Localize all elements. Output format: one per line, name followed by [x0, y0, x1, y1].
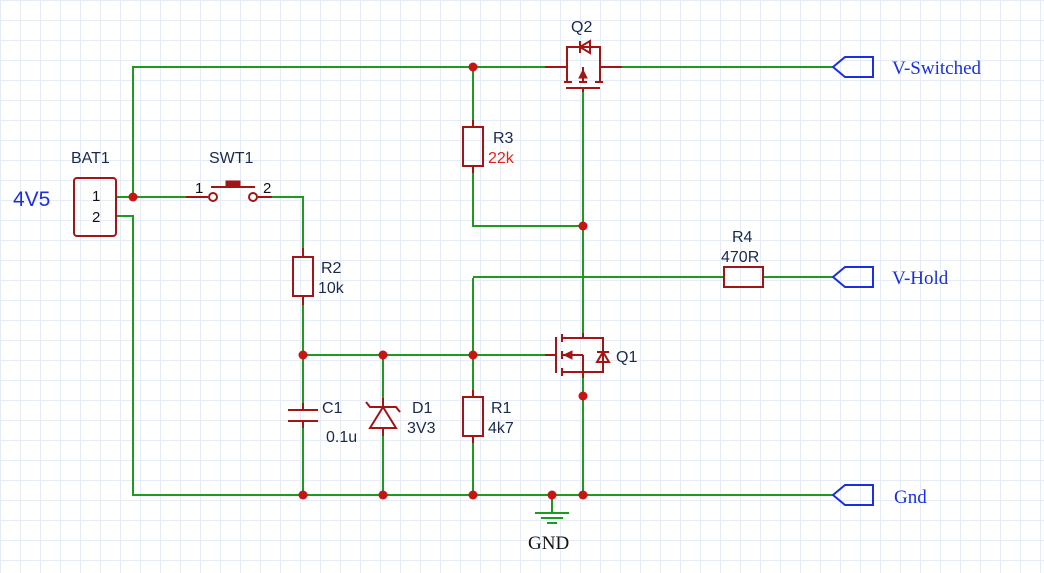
r3-designator: R3	[493, 130, 514, 147]
resistor-r2[interactable]: R2 10k	[292, 248, 345, 305]
battery-body	[73, 177, 117, 237]
battery-designator: BAT1	[71, 150, 110, 167]
junction-dot	[547, 490, 557, 500]
net-port-label: Gnd	[894, 487, 927, 508]
wire-bat-to-ground	[116, 215, 833, 496]
switch-swt1[interactable]: 1 2 SWT1	[186, 150, 272, 202]
junction-dot	[468, 490, 478, 500]
junction-dot	[468, 350, 478, 360]
zener-diode-d1[interactable]: D1 3V3	[365, 398, 436, 437]
r3-value: 22k	[488, 150, 515, 167]
mosfet-q1[interactable]: Q1	[545, 333, 637, 378]
r2-designator: R2	[321, 260, 342, 277]
resistor-r4[interactable]: R4 470R	[721, 229, 764, 288]
zener-triangle	[368, 405, 398, 429]
junction-dot	[298, 490, 308, 500]
wire-switch-to-r2	[272, 196, 304, 248]
net-port-label: V-Switched	[892, 58, 982, 79]
net-port-label: V-Hold	[892, 268, 949, 289]
q1-arrow	[562, 350, 573, 360]
junction-dot	[298, 350, 308, 360]
c1-designator: C1	[322, 400, 343, 417]
net-port-flag	[831, 266, 874, 288]
battery-pin1-label: 1	[92, 188, 100, 205]
q2-designator: Q2	[571, 19, 592, 36]
wire-top-rail	[132, 66, 563, 197]
junction-dot	[378, 490, 388, 500]
battery-bat1[interactable]: 1 2 BAT1 4V5	[13, 150, 117, 237]
resistor-body	[723, 266, 764, 288]
junctions	[128, 62, 588, 500]
net-port-v-switched[interactable]: V-Switched	[831, 56, 982, 79]
junction-dot	[578, 490, 588, 500]
d1-value: 3V3	[407, 420, 436, 437]
q1-source	[562, 371, 584, 378]
r1-value: 4k7	[488, 420, 514, 437]
ground-symbol: GND	[528, 512, 569, 554]
resistor-body	[292, 256, 314, 297]
junction-dot	[468, 62, 478, 72]
junction-dot	[578, 221, 588, 231]
switch-button	[225, 180, 241, 188]
d1-designator: D1	[412, 400, 433, 417]
r1-designator: R1	[491, 400, 512, 417]
battery-voltage: 4V5	[13, 188, 50, 211]
switch-contact-right	[248, 192, 258, 202]
q2-drain	[563, 66, 568, 82]
resistor-r1[interactable]: R1 4k7	[462, 390, 514, 443]
net-port-flag	[831, 484, 874, 506]
resistor-body	[462, 126, 484, 167]
junction-dot	[128, 192, 138, 202]
q1-diode-wire	[583, 337, 604, 373]
switch-contact-left	[208, 192, 218, 202]
r2-value: 10k	[318, 280, 345, 297]
junction-dot	[378, 350, 388, 360]
net-port-gnd[interactable]: Gnd	[831, 484, 927, 508]
net-port-flag	[831, 56, 874, 78]
q1-diode-triangle	[595, 350, 611, 363]
switch-pin1-label: 1	[195, 180, 203, 197]
resistor-body	[462, 396, 484, 437]
q2-arrow	[578, 68, 588, 79]
wires	[116, 66, 833, 512]
q2-source	[599, 66, 604, 82]
net-port-v-hold[interactable]: V-Hold	[831, 266, 949, 289]
r4-value: 470R	[721, 249, 759, 266]
battery-pin2-label: 2	[92, 209, 100, 226]
ground-label: GND	[528, 533, 569, 554]
q2-diode-wire	[566, 46, 601, 67]
junction-dot	[578, 391, 588, 401]
c1-value: 0.1u	[326, 429, 357, 446]
wire-r3-to-drain	[472, 168, 583, 227]
capacitor-c1[interactable]: C1 0.1u	[288, 400, 357, 446]
mosfet-q2[interactable]: Q2	[545, 19, 622, 92]
q2-diode-triangle	[578, 39, 591, 55]
resistor-r3[interactable]: R3 22k	[462, 120, 515, 173]
switch-pin2-label: 2	[263, 180, 271, 197]
q1-drain	[562, 333, 584, 339]
q1-designator: Q1	[616, 349, 637, 366]
switch-designator: SWT1	[209, 150, 254, 167]
r4-designator: R4	[732, 229, 753, 246]
